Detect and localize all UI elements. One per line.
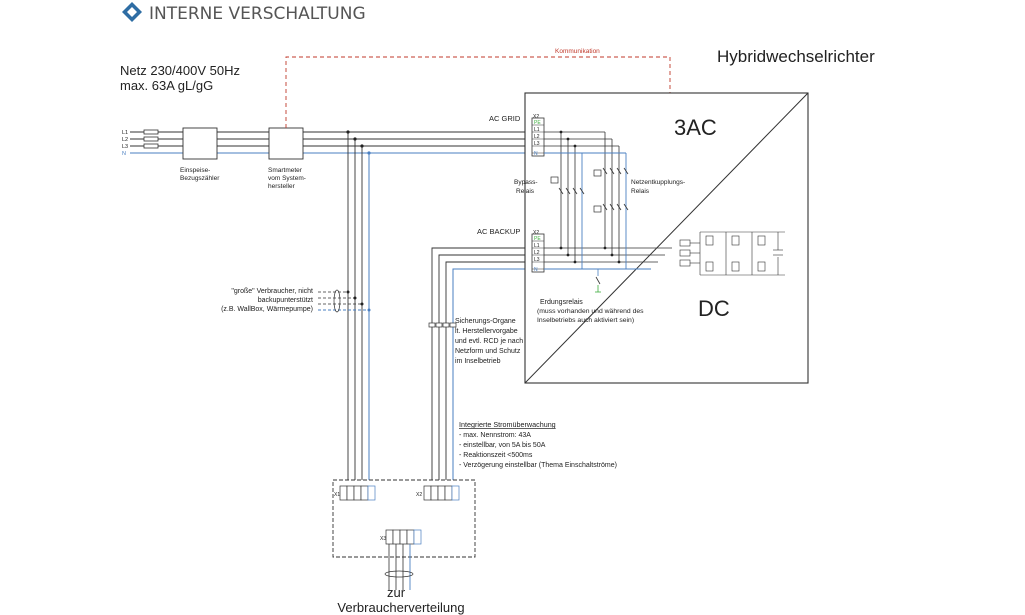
main-junction-dots <box>346 130 364 148</box>
grounding-relay-title: Erdungsrelais <box>540 299 583 306</box>
outgoing-lines <box>388 544 404 590</box>
big-loads-neutral-dot <box>367 308 371 312</box>
grid-spec-line1: Netz 230/400V 50Hz <box>120 63 240 78</box>
power-stage-bridge <box>679 231 785 276</box>
backup-output-lines <box>431 247 532 482</box>
protection-label-1: Sicherungs-Organe <box>455 318 516 325</box>
ac-grid-pe-label: PE <box>534 120 541 126</box>
grid-coupling-label-1: Netzentkupplungs- <box>631 179 685 186</box>
protection-fuses <box>428 322 457 328</box>
grid-coupling-label-2: Relais <box>631 188 650 195</box>
inverter-dc-label: DC <box>698 296 730 321</box>
outgoing-cable-mark <box>384 570 414 578</box>
footer-line-1: zur <box>387 585 406 600</box>
ac-grid-l3-label: L3 <box>534 141 540 147</box>
inverter-diagonal <box>524 92 809 384</box>
protection-label-5: im Inselbetrieb <box>455 358 501 365</box>
logo-icon <box>122 2 142 22</box>
protection-label-2: lt. Herstellervorgabe <box>455 328 518 335</box>
ac-grid-l2-label: L2 <box>534 134 540 140</box>
x3-label: X3 <box>380 536 386 542</box>
header-title: INTERNE VERSCHALTUNG <box>149 4 366 24</box>
ac-backup-x2-label: X2 <box>533 230 539 236</box>
ac-grid-label: AC GRID <box>489 114 521 123</box>
ac-grid-terminal-block <box>531 117 545 157</box>
ac-backup-n-label: N <box>534 267 538 273</box>
x1-terminal-block <box>339 485 376 501</box>
big-loads-label-2: backupunterstützt <box>258 297 313 304</box>
backup-output-neutral <box>452 268 532 482</box>
grounding-relay-note-1: (muss vorhanden und während des <box>537 308 644 315</box>
monitoring-item-2: - einstellbar, von 5A bis 50A <box>459 442 546 449</box>
protection-label-3: und evtl. RCD je nach <box>455 338 523 345</box>
grounding-relay-note-2: Inselbetriebs auch aktiviert sein) <box>537 317 634 324</box>
phase-label-l3: L3 <box>122 144 128 150</box>
ac-backup-label: AC BACKUP <box>477 227 520 236</box>
smart-meter-label-3: hersteller <box>268 183 296 190</box>
big-loads-dots <box>346 290 364 306</box>
ac-backup-pe-label: PE <box>534 236 541 242</box>
smart-meter-label-1: Smartmeter <box>268 167 303 174</box>
smart-meter-box <box>268 127 304 160</box>
big-loads-label-3: (z.B. WallBox, Wärmepumpe) <box>221 306 313 313</box>
inverter-junction-dots <box>559 130 621 264</box>
ac-grid-l1-label: L1 <box>534 127 540 133</box>
feed-in-meter-box <box>182 127 218 160</box>
inverter-title: Hybridwechselrichter <box>717 47 875 66</box>
ac-backup-l3-label: L3 <box>534 257 540 263</box>
bypass-relay-label-2: Relais <box>516 188 535 195</box>
ac-backup-l1-label: L1 <box>534 243 540 249</box>
big-loads-label-1: "große" Verbraucher, nicht <box>231 288 313 295</box>
x2-terminal-block <box>423 485 460 501</box>
x2-label: X2 <box>416 492 422 498</box>
monitoring-title: Integrierte Stromüberwachung <box>459 420 556 429</box>
ac-grid-x2-label: X2 <box>533 114 539 120</box>
protection-label-4: Netzform und Schutz <box>455 348 521 355</box>
grid-spec-line2: max. 63A gL/gG <box>120 78 213 93</box>
ac-grid-n-label: N <box>534 151 538 157</box>
monitoring-item-1: - max. Nennstrom: 43A <box>459 432 531 439</box>
smart-meter-label-2: vom System- <box>268 175 306 182</box>
incoming-fuses <box>143 129 159 149</box>
grounding-relay <box>582 268 601 293</box>
big-loads-cable-mark <box>333 289 341 313</box>
x3-terminal-block <box>385 529 422 545</box>
main-junction-neutral <box>367 151 371 155</box>
monitoring-item-4: - Verzögerung einstellbar (Thema Einscha… <box>459 462 617 469</box>
ac-backup-terminal-block <box>531 233 545 273</box>
bypass-relay-label-1: Bypass- <box>514 179 537 186</box>
inverter-ac-label: 3AC <box>674 115 717 140</box>
x1-label: X1 <box>334 492 340 498</box>
footer-line-2: Verbraucherverteilung <box>337 600 464 615</box>
communication-label: Kommunikation <box>555 48 600 55</box>
communication-line <box>285 56 671 128</box>
monitoring-item-3: - Reaktionszeit <500ms <box>459 452 533 459</box>
phase-labels: L1 L2 L3 N <box>122 130 128 157</box>
feed-in-meter-label-2: Bezugszähler <box>180 175 220 182</box>
bypass-relay <box>550 176 585 195</box>
grid-coupling-relays <box>593 167 629 213</box>
phase-label-l2: L2 <box>122 137 128 143</box>
main-drop-lines <box>347 132 363 482</box>
inverter-internal-wiring <box>544 131 672 263</box>
phase-label-n: N <box>122 151 126 157</box>
feed-in-meter-label-1: Einspeise- <box>180 167 210 174</box>
phase-label-l1: L1 <box>122 130 128 136</box>
ac-backup-l2-label: L2 <box>534 250 540 256</box>
